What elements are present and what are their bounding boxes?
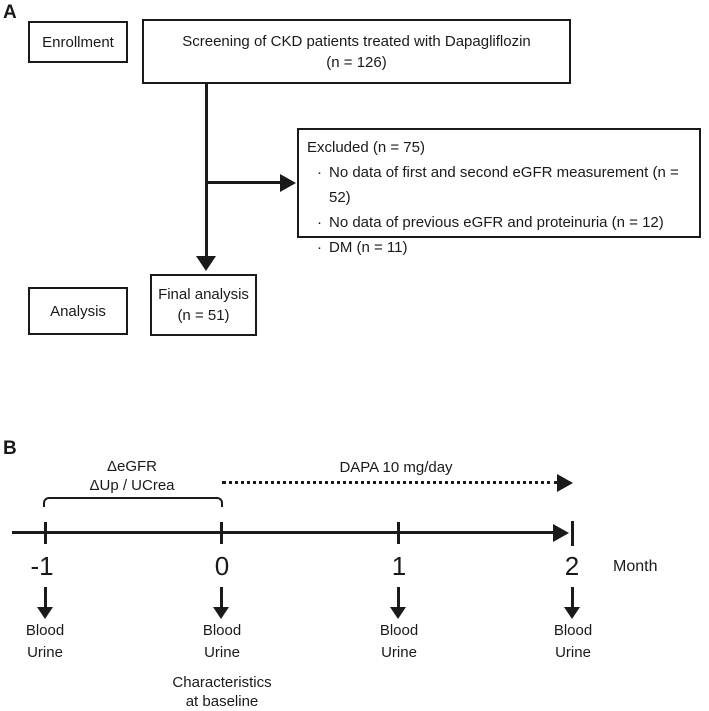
screening-box-text: Screening of CKD patients treated with D… — [182, 31, 531, 73]
timepoint-value: 2 — [564, 551, 580, 581]
screening-line1: Screening of CKD patients treated with D… — [182, 32, 531, 50]
bullet-icon: · — [317, 239, 322, 256]
analysis-stage-box: Analysis — [28, 287, 128, 335]
sampling-arrow-shaft — [220, 587, 223, 608]
timeline-tick — [44, 522, 47, 544]
timepoint-value: 0 — [214, 551, 230, 581]
final-analysis-text: Final analysis (n = 51) — [158, 284, 249, 326]
sample-labels: Blood Urine — [0, 620, 105, 664]
treatment-label: DAPA 10 mg/day — [339, 459, 453, 476]
measurement-line2: ΔUp / UCrea — [89, 477, 175, 494]
excluded-item-text: No data of first and second eGFR measure… — [329, 164, 679, 206]
sample-label: Blood — [202, 622, 242, 639]
panel-b-label: B — [3, 438, 17, 459]
excluded-item-text: DM (n = 11) — [329, 239, 408, 256]
sampling-arrow-down-icon — [390, 607, 406, 619]
final-analysis-line1: Final analysis — [158, 286, 249, 303]
bullet-icon: · — [317, 214, 322, 231]
excluded-item: · No data of first and second eGFR measu… — [317, 160, 691, 210]
panel-a-label: A — [3, 2, 17, 23]
timeline-tick — [220, 522, 223, 544]
enrollment-stage-text: Enrollment — [42, 33, 114, 51]
baseline-note: Characteristics at baseline — [147, 673, 297, 711]
sample-labels: Blood Urine — [513, 620, 633, 664]
sample-label: Blood — [379, 622, 419, 639]
arrow-right-icon — [280, 174, 296, 192]
treatment-duration-line — [222, 481, 558, 484]
baseline-note-line2: at baseline — [185, 693, 259, 710]
enrollment-stage-box: Enrollment — [28, 21, 128, 63]
sample-label: Blood — [553, 622, 593, 639]
timepoint-value: 1 — [391, 551, 407, 581]
excluded-title: Excluded (n = 75) — [307, 139, 425, 156]
timepoint-value: -1 — [30, 551, 54, 581]
analysis-stage-text: Analysis — [50, 302, 106, 320]
sampling-arrow-shaft — [397, 587, 400, 608]
sample-labels: Blood Urine — [162, 620, 282, 664]
sample-label: Urine — [381, 644, 417, 661]
arrow-down-icon — [196, 256, 216, 271]
final-analysis-box: Final analysis (n = 51) — [150, 274, 257, 336]
screening-box: Screening of CKD patients treated with D… — [142, 19, 571, 84]
sample-label: Blood — [25, 622, 65, 639]
sampling-arrow-down-icon — [213, 607, 229, 619]
screening-line2: (n = 126) — [326, 53, 387, 71]
timeline-end-tick — [571, 521, 574, 546]
measurement-window-bracket-icon — [43, 497, 223, 507]
excluded-item: · No data of previous eGFR and proteinur… — [317, 210, 691, 235]
baseline-note-line1: Characteristics — [172, 674, 272, 691]
final-analysis-line2: (n = 51) — [177, 307, 230, 324]
excluded-item: · DM (n = 11) — [317, 235, 691, 260]
timeline-arrow-icon — [553, 524, 569, 542]
measurement-line1: ΔeGFR — [106, 458, 158, 475]
bullet-icon: · — [317, 164, 322, 181]
flow-connector-vertical — [205, 84, 208, 257]
sample-labels: Blood Urine — [339, 620, 459, 664]
sampling-arrow-shaft — [571, 587, 574, 608]
sampling-arrow-down-icon — [564, 607, 580, 619]
measurement-window-label: ΔeGFR ΔUp / UCrea — [52, 457, 212, 495]
sample-label: Urine — [204, 644, 240, 661]
excluded-item-text: No data of previous eGFR and proteinuria… — [329, 214, 664, 231]
sample-label: Urine — [27, 644, 63, 661]
sampling-arrow-down-icon — [37, 607, 53, 619]
excluded-box: Excluded (n = 75) · No data of first and… — [297, 128, 701, 256]
sample-label: Urine — [555, 644, 591, 661]
treatment-arrow-icon — [557, 474, 573, 492]
sampling-arrow-shaft — [44, 587, 47, 608]
timeline-axis — [12, 531, 556, 534]
flow-connector-horizontal — [205, 181, 281, 184]
timeline-tick — [397, 522, 400, 544]
axis-unit-label: Month — [613, 558, 658, 575]
